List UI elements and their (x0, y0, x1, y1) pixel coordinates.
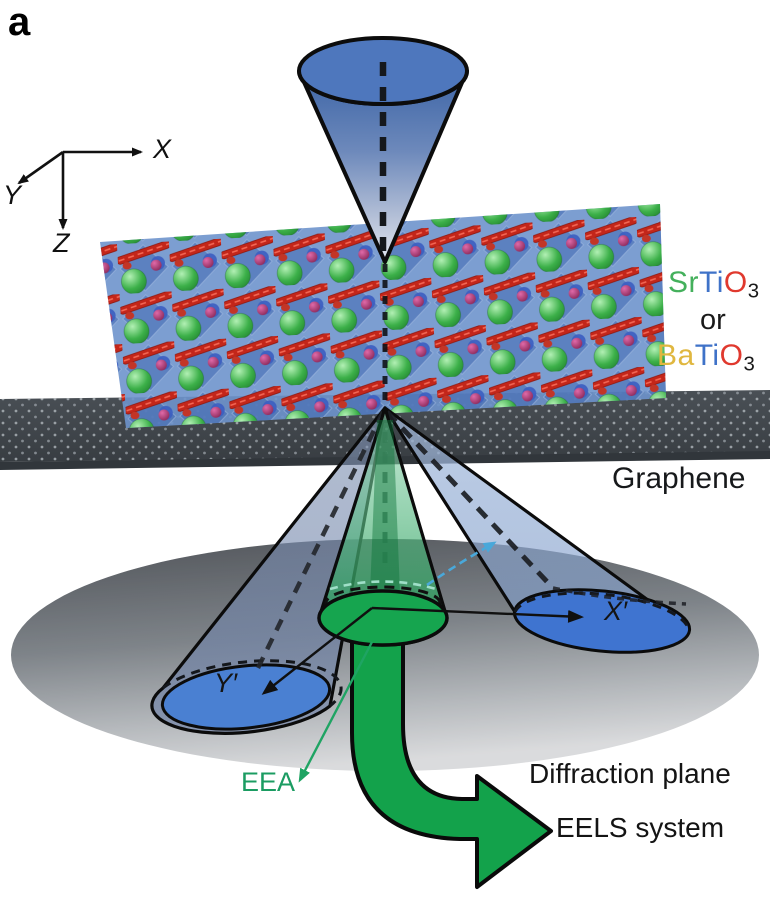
formula-segment: O (723, 266, 748, 299)
formula-segment: Ti (694, 339, 720, 372)
x-prime-label: X′ (604, 596, 628, 626)
eea-cone-base (317, 589, 449, 647)
y-prime-arrow (261, 607, 373, 695)
y-axis-label: Y (3, 180, 22, 210)
diffraction-axes (261, 606, 584, 695)
eea-aperture-ring-dashed (324, 585, 442, 621)
right-cone-axis-dashed-tail (552, 586, 687, 606)
eels-arrow-shaft-inside-cone (369, 420, 401, 618)
formula-segment: Ba (657, 339, 695, 372)
eea-pointer-arrow (298, 641, 374, 783)
formula-segment: O (719, 339, 744, 372)
left-cone-axis-dashed (255, 411, 386, 669)
probe-cone (297, 36, 469, 264)
formula-segment: 3 (743, 353, 756, 376)
batio3-label: BaTiO3 (657, 341, 755, 375)
eea-cone (317, 406, 449, 647)
eea-label: EEA (241, 767, 296, 797)
graphene-label: Graphene (612, 462, 746, 495)
x-axis-label: X (153, 134, 172, 164)
right-scattered-cone (383, 406, 692, 654)
y-prime-label: Y′ (214, 668, 238, 698)
formula-segment: 3 (747, 280, 760, 303)
formula-segment: Ti (699, 266, 724, 299)
eels-system-label: EELS system (556, 812, 725, 843)
left-scattered-cone (150, 406, 387, 735)
or-label: or (700, 304, 726, 336)
right-cone-axis-dashed (385, 410, 555, 590)
x-prime-arrow (371, 606, 584, 623)
tilt-arc-cyan (426, 541, 497, 587)
eels-arrow (350, 638, 553, 889)
panel-label: a (8, 0, 31, 44)
axes-triad (17, 147, 143, 230)
y-axis-arrow (17, 150, 64, 185)
diffraction-plane-label: Diffraction plane (529, 758, 731, 789)
srtio3-label: SrTiO3 (668, 268, 760, 302)
formula-segment: Sr (668, 266, 699, 299)
z-axis-label: Z (53, 228, 70, 258)
